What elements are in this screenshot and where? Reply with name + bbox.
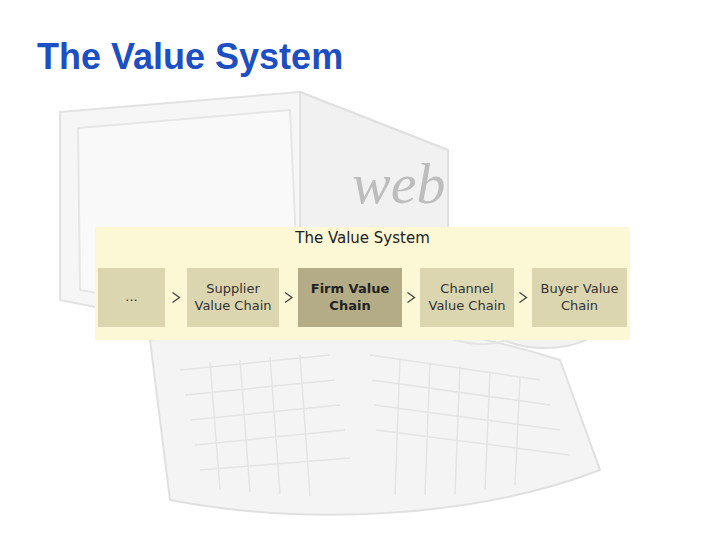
chain-box: Buyer Value Chain	[532, 268, 627, 327]
firm-chain-box: Firm Value Chain	[298, 268, 402, 327]
flow-chevron	[520, 293, 527, 303]
panel-heading: The Value System	[95, 227, 630, 249]
box-label: Firm Value Chain	[301, 281, 399, 315]
keyboard-shape	[150, 321, 600, 515]
monitor-shape	[60, 92, 448, 348]
flow-chevron	[173, 293, 180, 303]
flow-chevron	[285, 293, 292, 303]
flow-chevron	[408, 293, 415, 303]
chain-box: Supplier Value Chain	[187, 268, 279, 327]
box-label: Channel Value Chain	[423, 281, 511, 315]
box-label: ...	[125, 289, 137, 306]
keyboard-keys	[180, 355, 570, 496]
value-system-panel: The Value System... Supplier Value Chain F…	[95, 227, 630, 340]
box-label: Supplier Value Chain	[190, 281, 276, 315]
box-label: Buyer Value Chain	[535, 281, 624, 315]
chain-box: ...	[98, 268, 165, 327]
watermark-text: web	[352, 150, 445, 217]
chain-box: Channel Value Chain	[420, 268, 514, 327]
monitor-screen	[78, 110, 300, 330]
slide-title: The Value System	[37, 36, 343, 78]
